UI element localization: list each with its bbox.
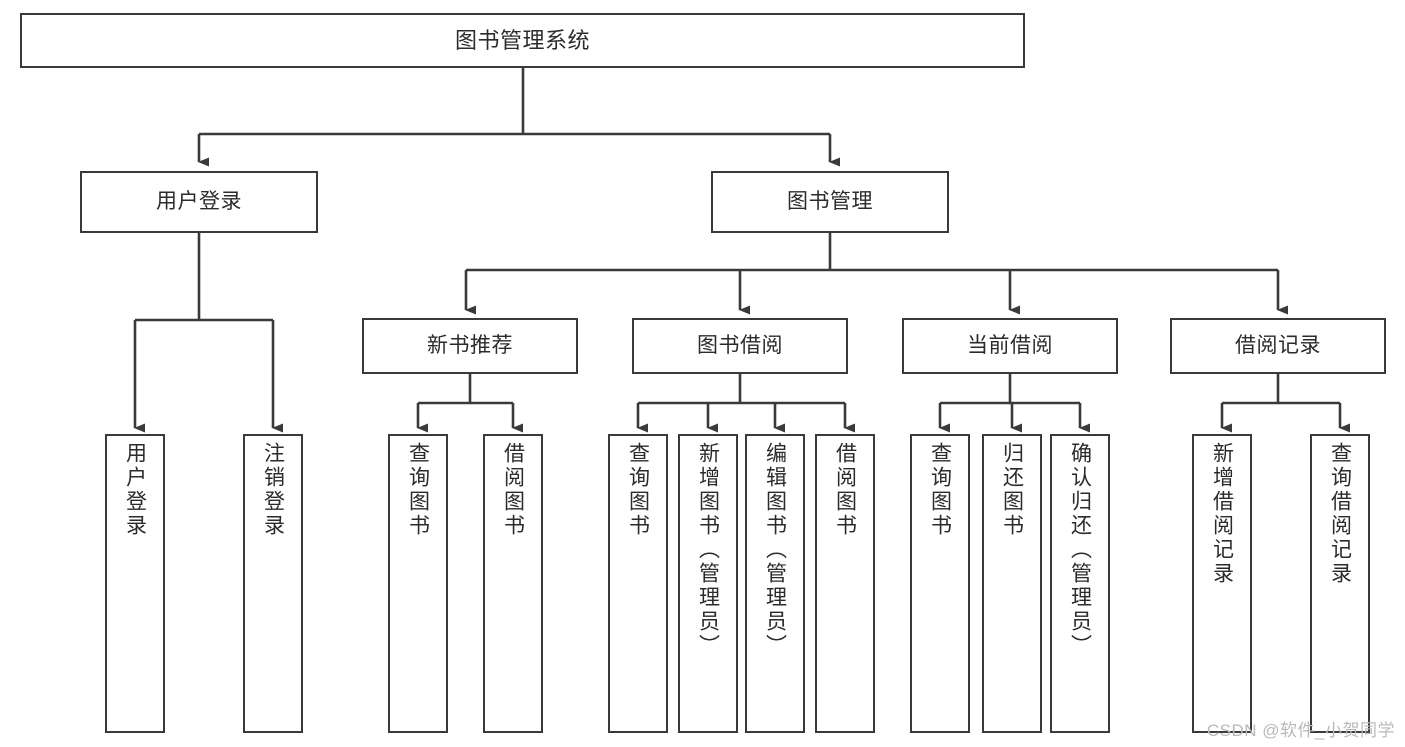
node-label: 新增图书（管理员）	[696, 442, 720, 658]
node-leaf-user-login-login[interactable]: 用户登录	[105, 434, 165, 733]
node-leaf-current-borrow-query[interactable]: 查询图书	[910, 434, 970, 733]
node-leaf-current-borrow-confirm-return[interactable]: 确认归还（管理员）	[1050, 434, 1110, 733]
node-leaf-new-book-borrow[interactable]: 借阅图书	[483, 434, 543, 733]
node-label: 借阅图书	[833, 442, 857, 538]
node-leaf-borrow-record-add[interactable]: 新增借阅记录	[1192, 434, 1252, 733]
node-book-management[interactable]: 图书管理	[711, 171, 949, 233]
node-label: 借阅记录	[1235, 333, 1321, 357]
node-label: 归还图书	[1000, 442, 1024, 538]
node-new-book-recommend[interactable]: 新书推荐	[362, 318, 578, 374]
node-label: 用户登录	[123, 442, 147, 538]
node-label: 图书借阅	[697, 333, 783, 357]
node-leaf-current-borrow-return[interactable]: 归还图书	[982, 434, 1042, 733]
node-label: 编辑图书（管理员）	[763, 442, 787, 658]
node-label: 借阅图书	[501, 442, 525, 538]
node-label: 查询图书	[928, 442, 952, 538]
node-leaf-book-borrow-query[interactable]: 查询图书	[608, 434, 668, 733]
node-label: 确认归还（管理员）	[1068, 442, 1092, 658]
node-label: 查询借阅记录	[1328, 442, 1352, 586]
node-root-book-management-system[interactable]: 图书管理系统	[20, 13, 1025, 68]
node-label: 查询图书	[406, 442, 430, 538]
node-user-login[interactable]: 用户登录	[80, 171, 318, 233]
node-borrow-record[interactable]: 借阅记录	[1170, 318, 1386, 374]
node-current-borrow[interactable]: 当前借阅	[902, 318, 1118, 374]
node-leaf-book-borrow-borrow[interactable]: 借阅图书	[815, 434, 875, 733]
node-label: 当前借阅	[967, 333, 1053, 357]
node-leaf-book-borrow-add[interactable]: 新增图书（管理员）	[678, 434, 738, 733]
node-label: 注销登录	[261, 442, 285, 538]
node-label: 查询图书	[626, 442, 650, 538]
node-leaf-borrow-record-query[interactable]: 查询借阅记录	[1310, 434, 1370, 733]
node-book-borrow[interactable]: 图书借阅	[632, 318, 848, 374]
node-leaf-book-borrow-edit[interactable]: 编辑图书（管理员）	[745, 434, 805, 733]
node-label: 新书推荐	[427, 333, 513, 357]
node-label: 新增借阅记录	[1210, 442, 1234, 586]
node-leaf-new-book-query[interactable]: 查询图书	[388, 434, 448, 733]
node-label: 用户登录	[156, 189, 242, 213]
node-label: 图书管理	[787, 189, 873, 213]
node-leaf-user-login-logout[interactable]: 注销登录	[243, 434, 303, 733]
node-label: 图书管理系统	[454, 27, 590, 53]
csdn-watermark: CSDN @软件_小贺同学	[1206, 721, 1395, 740]
